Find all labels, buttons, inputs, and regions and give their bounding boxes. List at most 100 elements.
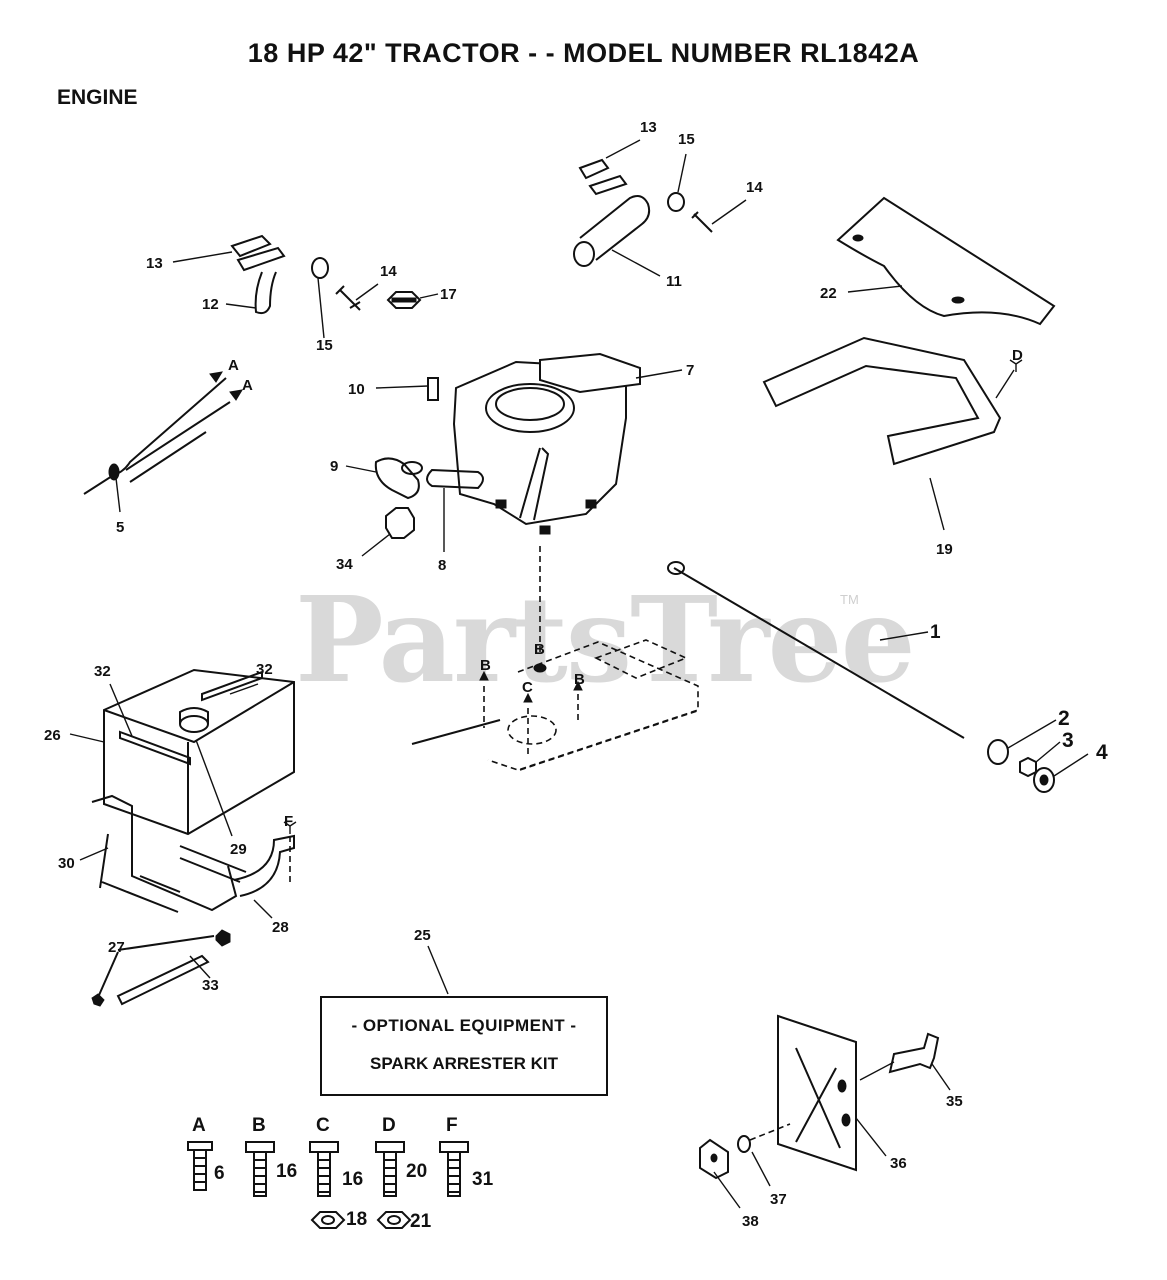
hardware-number-20: 20 [406, 1161, 428, 1182]
callout-4: 4 [1096, 741, 1108, 764]
ref-letter-D1: D [1012, 347, 1023, 364]
hardware-number-6: 6 [214, 1163, 225, 1184]
hardware-bolt-A [187, 1141, 213, 1191]
callout-9: 9 [330, 458, 339, 475]
part-27-clip [91, 929, 231, 1007]
callout-1: 1 [930, 622, 941, 643]
part-35-bolt [859, 1032, 951, 1091]
callout-10: 10 [348, 381, 365, 398]
hardware-number-18: 18 [346, 1209, 368, 1230]
callout-34: 34 [336, 556, 353, 573]
callout-25: 25 [414, 927, 431, 944]
hardware-letter-D: D [382, 1115, 396, 1136]
callout-12: 12 [202, 296, 219, 313]
ref-letter-A1: A [228, 357, 239, 374]
callout-30: 30 [58, 855, 75, 872]
part-15-washer-left [311, 257, 329, 339]
optional-equipment-box: - OPTIONAL EQUIPMENT - SPARK ARRESTER KI… [320, 996, 608, 1096]
part-12-lever [225, 271, 277, 315]
callout-26: 26 [44, 727, 61, 744]
part-34-plug [361, 507, 415, 557]
part-9-elbow [345, 457, 423, 500]
part-8-pipe [426, 468, 484, 552]
hardware-letter-F: F [446, 1115, 458, 1136]
part-36-arrester [777, 1014, 887, 1172]
part-14-bolt-right [691, 199, 747, 233]
hardware-number-21: 21 [410, 1211, 432, 1232]
ref-letter-B1: B [480, 657, 491, 674]
callout-37: 37 [770, 1191, 787, 1208]
part-14-bolt-left [335, 283, 379, 311]
part-19-bracket [762, 336, 1023, 531]
callout-14-right: 14 [746, 179, 763, 196]
hardware-bolt-F [439, 1141, 469, 1197]
callout-17: 17 [440, 286, 457, 303]
hardware-bolt-D [375, 1141, 405, 1197]
callout-13-left: 13 [146, 255, 163, 272]
part-13-clamp-left [172, 234, 286, 272]
part-1-cable [667, 561, 965, 739]
callout-33: 33 [202, 977, 219, 994]
callout-7: 7 [686, 362, 695, 379]
hardware-letter-B: B [252, 1115, 266, 1136]
callout-14-left: 14 [380, 263, 397, 280]
part-15-washer-right [667, 153, 687, 212]
watermark: PartsTree [295, 570, 916, 709]
ref-letter-A2: A [242, 377, 253, 394]
ref-letter-B2: B [534, 641, 545, 658]
part-25-leader [427, 945, 449, 995]
callout-2: 2 [1058, 707, 1070, 730]
part-37-spacer [737, 1123, 791, 1187]
part-17-nut [386, 291, 439, 309]
callout-3: 3 [1062, 729, 1074, 752]
callout-36: 36 [890, 1155, 907, 1172]
hardware-letter-A: A [192, 1115, 206, 1136]
part-4-knob [1033, 753, 1089, 793]
callout-32-left: 32 [94, 663, 111, 680]
hardware-letter-C: C [316, 1115, 330, 1136]
ref-letter-C1: C [522, 679, 533, 696]
callout-22: 22 [820, 285, 837, 302]
callout-13-right: 13 [640, 119, 657, 136]
watermark-trademark: TM [840, 592, 859, 607]
part-10-clip [375, 377, 439, 401]
callout-27: 27 [108, 939, 125, 956]
hardware-bolt-B [245, 1141, 275, 1197]
tractor-frame-outline [411, 542, 701, 771]
callout-15-right: 15 [678, 131, 695, 148]
callout-29: 29 [230, 841, 247, 858]
section-label: ENGINE [57, 86, 138, 109]
callout-15-left: 15 [316, 337, 333, 354]
hardware-bolt-C [309, 1141, 339, 1197]
callout-38: 38 [742, 1213, 759, 1230]
ref-letter-F1: F [284, 813, 294, 830]
callout-32-right: 32 [256, 661, 273, 678]
part-7-engine [452, 352, 683, 535]
hardware-number-16-C: 16 [342, 1169, 364, 1190]
callout-8: 8 [438, 557, 447, 574]
callout-5: 5 [116, 519, 125, 536]
part-38-nut [699, 1138, 741, 1209]
diagram-title: 18 HP 42" TRACTOR - - MODEL NUMBER RL184… [247, 38, 920, 68]
part-5-cable [83, 371, 243, 513]
part-33-strap [116, 954, 211, 1006]
part-11-pipe [573, 195, 661, 277]
hardware-nut-18 [310, 1211, 346, 1229]
callout-11: 11 [666, 273, 682, 290]
part-22-shield [836, 196, 1056, 326]
hardware-nut-21 [376, 1211, 412, 1229]
part-13-clamp-right [578, 139, 641, 196]
spark-arrester-kit-label: SPARK ARRESTER KIT [370, 1054, 558, 1073]
part-28-strap [233, 821, 297, 919]
hardware-number-31: 31 [472, 1169, 494, 1190]
part-2-washer [987, 719, 1057, 765]
callout-19: 19 [936, 541, 953, 558]
optional-equipment-heading: - OPTIONAL EQUIPMENT - [351, 1016, 577, 1035]
part-26-fuel-tank [69, 668, 295, 837]
part-30-strap [79, 794, 247, 913]
ref-letter-B3: B [574, 671, 585, 688]
callout-35: 35 [946, 1093, 963, 1110]
callout-28: 28 [272, 919, 289, 936]
hardware-number-16-B: 16 [276, 1161, 298, 1182]
